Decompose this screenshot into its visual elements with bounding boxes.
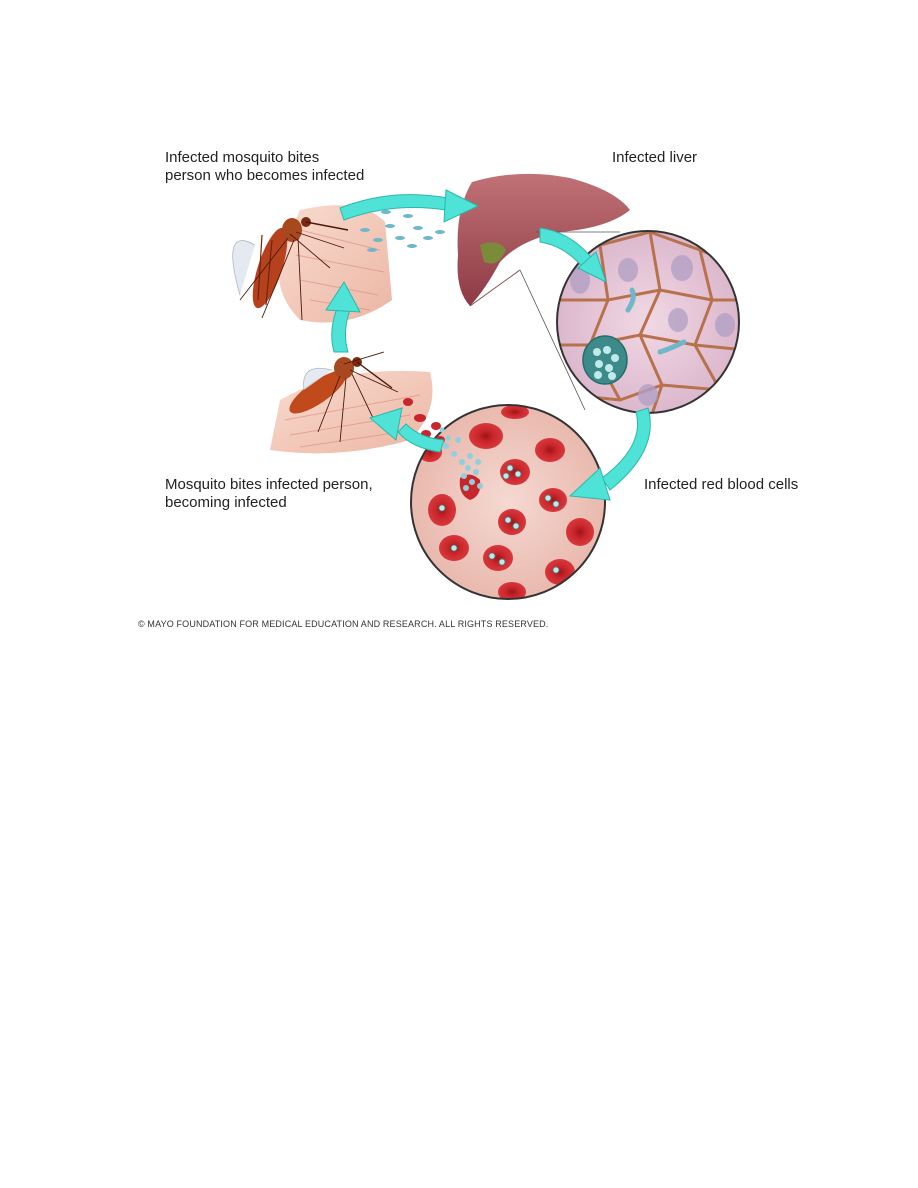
cycle-arrows [325, 189, 651, 501]
label-infected-red-blood-cells: Infected red blood cells [644, 476, 798, 494]
bursting-cell [443, 437, 483, 500]
released-cells [403, 398, 451, 444]
arrow-blood-to-mosquito [368, 407, 445, 453]
liver [457, 173, 630, 307]
label-line: Infected red blood cells [644, 476, 799, 493]
blood-cells-magnified [410, 404, 606, 600]
label-infected-liver: Infected liver [612, 149, 697, 167]
malaria-life-cycle-diagram: Infected mosquito bites person who becom… [138, 149, 798, 629]
label-line: person who becomes infected [165, 167, 365, 184]
label-infected-mosquito-bites: Infected mosquito bites person who becom… [165, 149, 364, 185]
mosquito-lower [289, 351, 399, 443]
label-line: Infected liver [612, 149, 698, 166]
arrow-skin-to-liver [339, 189, 480, 223]
label-line: Infected mosquito bites [165, 149, 320, 166]
label-line: becoming infected [165, 494, 287, 511]
diagram-illustration [232, 173, 740, 600]
label-line: Mosquito bites infected person, [165, 476, 373, 493]
skin-patch-upper [278, 205, 392, 323]
sporozoites [360, 210, 445, 252]
copyright-notice: © MAYO FOUNDATION FOR MEDICAL EDUCATION … [138, 619, 549, 629]
arrow-liver-to-cells [539, 227, 607, 283]
parasites-in-blood [438, 464, 560, 574]
arrow-mosquito-to-mosquito [325, 281, 361, 353]
arrow-liver-to-blood [568, 407, 651, 501]
mosquito-upper [232, 217, 349, 321]
red-blood-cells [411, 405, 594, 599]
label-mosquito-bites-infected-person: Mosquito bites infected person, becoming… [165, 476, 373, 512]
